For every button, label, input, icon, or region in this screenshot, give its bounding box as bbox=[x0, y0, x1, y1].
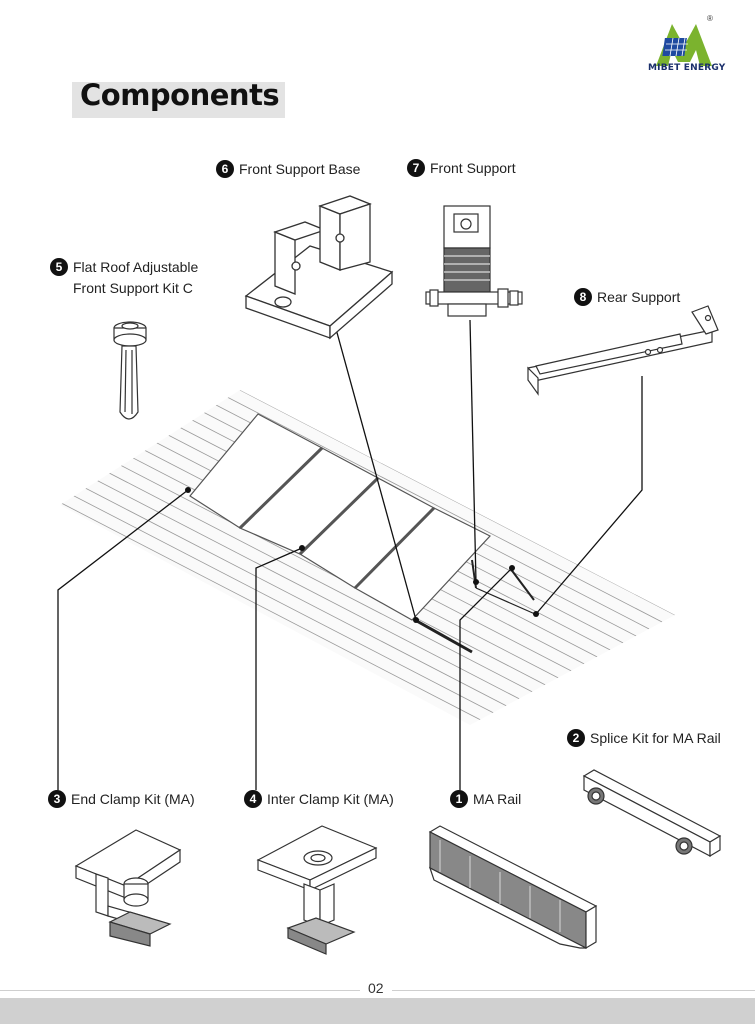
roof-rib bbox=[60, 585, 313, 725]
rear-support bbox=[527, 305, 719, 396]
roof-rib bbox=[60, 648, 197, 725]
component-number-8: 8 bbox=[574, 288, 592, 306]
component-name-3: End Clamp Kit (MA) bbox=[71, 791, 195, 807]
component-label-4: 4 Inter Clamp Kit (MA) bbox=[244, 790, 394, 808]
roof-rib bbox=[0, 726, 53, 951]
brand-name: MIBET ENERGY bbox=[648, 63, 726, 73]
component-name-6: Front Support Base bbox=[239, 161, 361, 177]
component-name-5: Flat Roof Adjustable bbox=[73, 259, 199, 275]
component-label-2: 2 Splice Kit for MA Rail bbox=[567, 729, 721, 747]
roof-rib bbox=[60, 634, 222, 725]
component-label-8: 8 Rear Support bbox=[574, 288, 680, 306]
component-name-4: Inter Clamp Kit (MA) bbox=[267, 791, 394, 807]
component-number-6: 6 bbox=[216, 160, 234, 178]
component-label-1: 1 MA Rail bbox=[450, 790, 521, 808]
flat-roof-front-support-bolt bbox=[113, 321, 147, 420]
roof-rib bbox=[0, 754, 2, 979]
roof-rib bbox=[239, 390, 675, 616]
inter-clamp bbox=[256, 825, 378, 955]
solar-panels bbox=[189, 413, 491, 621]
component-name-1: MA Rail bbox=[473, 791, 522, 807]
corrugated-roof bbox=[0, 390, 675, 979]
roof-rib bbox=[0, 747, 15, 972]
roof-rib bbox=[60, 487, 494, 714]
component-number-3: 3 bbox=[48, 790, 66, 808]
roof-rib bbox=[60, 704, 93, 725]
title-highlight-bar bbox=[72, 82, 285, 118]
component-name-5-line2: Front Support Kit C bbox=[73, 280, 193, 296]
component-number-5: 5 bbox=[50, 258, 68, 276]
roof-rib bbox=[226, 396, 663, 623]
roof-rib bbox=[71, 480, 507, 707]
roof-rib bbox=[0, 733, 40, 958]
footer-bar bbox=[0, 998, 755, 1024]
ma-rail bbox=[428, 825, 598, 950]
brand-logo bbox=[656, 24, 712, 66]
component-label-5: 5 Flat Roof Adjustable bbox=[50, 258, 198, 276]
component-name-7: Front Support bbox=[430, 160, 516, 176]
roof-rib bbox=[84, 473, 520, 700]
component-number-4: 4 bbox=[244, 790, 262, 808]
solar-panel-icon bbox=[662, 37, 688, 57]
end-clamp bbox=[74, 829, 182, 947]
component-number-2: 2 bbox=[567, 729, 585, 747]
component-number-7: 7 bbox=[407, 159, 425, 177]
front-support-base bbox=[244, 195, 394, 340]
roof-rib bbox=[60, 711, 80, 725]
registered-mark: ® bbox=[707, 14, 713, 23]
roof-rib bbox=[602, 390, 675, 420]
roof-rib bbox=[60, 627, 235, 725]
leader-lines bbox=[57, 317, 643, 790]
roof-rib bbox=[60, 592, 300, 725]
front-support bbox=[425, 205, 523, 317]
roof-rib bbox=[60, 697, 106, 725]
splice-kit bbox=[582, 769, 722, 858]
roof-rib bbox=[498, 390, 675, 476]
component-name-2: Splice Kit for MA Rail bbox=[590, 730, 721, 746]
page-number: 02 bbox=[360, 980, 392, 996]
component-name-8: Rear Support bbox=[597, 289, 681, 305]
roof-rib bbox=[550, 390, 675, 448]
component-label-7: 7 Front Support bbox=[407, 159, 516, 177]
component-number-1: 1 bbox=[450, 790, 468, 808]
leader-dots bbox=[185, 487, 539, 623]
roof-rib bbox=[60, 641, 209, 725]
roof-rib bbox=[60, 494, 481, 721]
roof-rib bbox=[60, 620, 248, 725]
roof-rib bbox=[60, 718, 67, 725]
component-label-6: 6 Front Support Base bbox=[216, 160, 360, 178]
roof-rib bbox=[0, 740, 28, 965]
roof-rib bbox=[110, 459, 546, 686]
page-title: Components bbox=[80, 78, 280, 112]
roof-rib bbox=[563, 390, 675, 441]
roof-rib bbox=[576, 390, 675, 434]
component-label-3: 3 End Clamp Kit (MA) bbox=[48, 790, 195, 808]
roof-rib bbox=[589, 390, 675, 427]
